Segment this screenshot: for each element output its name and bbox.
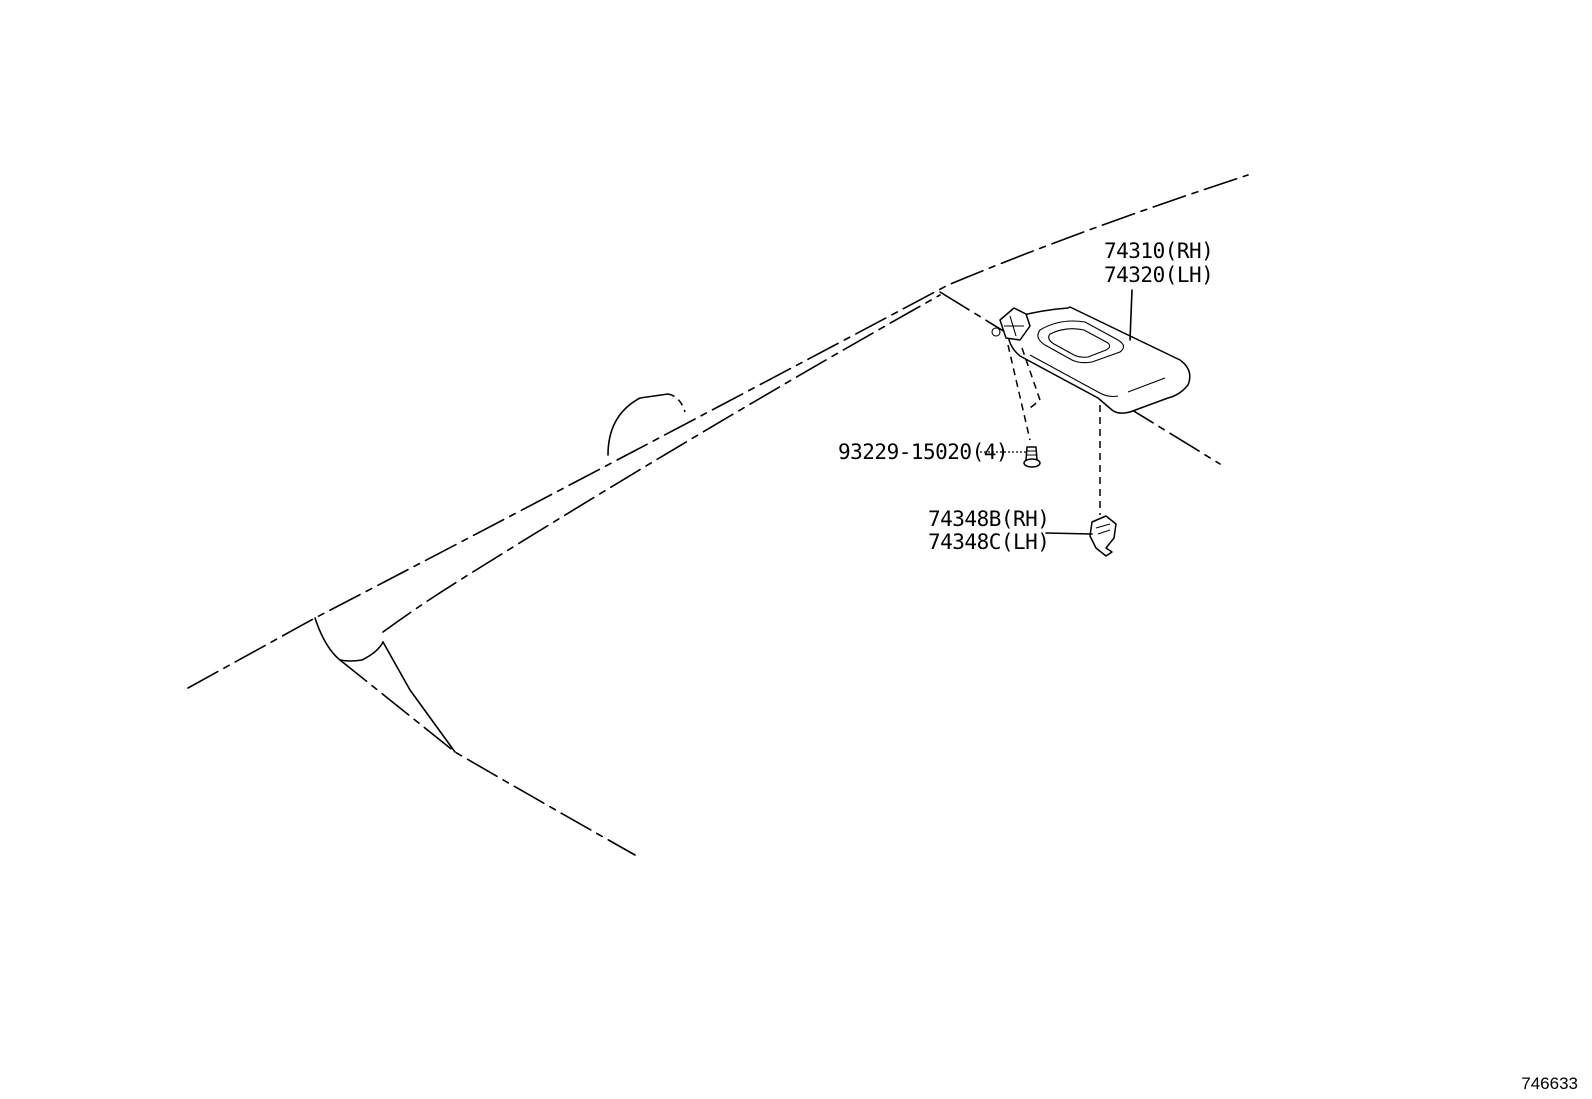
sun-visor-label-rh: 74310(RH) [1104, 239, 1213, 263]
holder-label-rh: 74348B(RH) [928, 507, 1049, 531]
sun-visor-leader [1129, 289, 1133, 341]
screw-part [1023, 446, 1041, 468]
screw-assembly-line [1007, 344, 1031, 441]
mirror-mount [607, 393, 669, 456]
screw-label: 93229-15020(4) [838, 440, 1008, 464]
sun-visor-label-lh: 74320(LH) [1104, 263, 1213, 287]
holder-leader [1045, 532, 1093, 535]
sun-visor-part [991, 306, 1191, 414]
mirror-mount-top [667, 393, 686, 413]
holder-label-lh: 74348C(LH) [928, 530, 1049, 554]
holder-part [1089, 515, 1117, 557]
a-pillar-corner [314, 617, 384, 662]
figure-number: 746633 [1521, 1074, 1578, 1093]
bracket-assembly-line [1021, 347, 1041, 409]
a-pillar-lower [339, 659, 636, 856]
a-pillar-inner [382, 641, 456, 753]
roof-inner-edge [382, 294, 941, 633]
roof-outer-edge [187, 174, 1249, 689]
